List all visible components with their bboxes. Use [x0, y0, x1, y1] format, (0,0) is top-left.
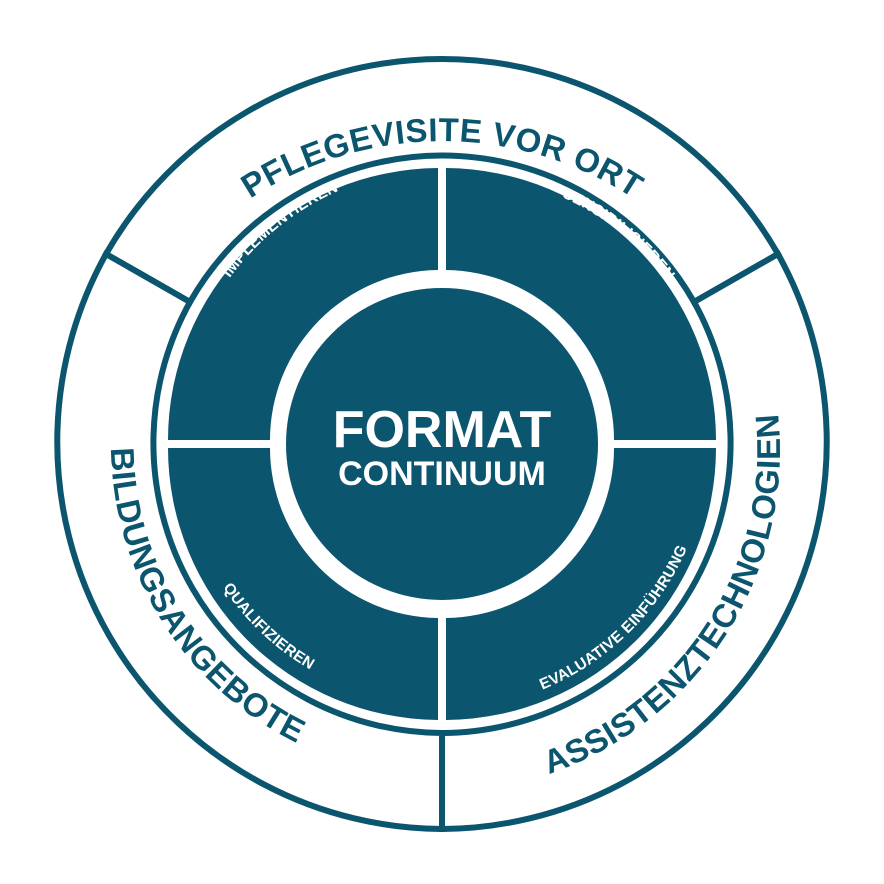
inner-segment-evaluative-einfuehrung: [446, 448, 716, 720]
center-title: FORMAT: [333, 401, 552, 459]
inner-segment-implementieren: [168, 168, 438, 440]
outer-segment-bildungsangebote: [54, 249, 445, 833]
center-circle: [278, 280, 606, 608]
center-subtitle: CONTINUUM: [338, 455, 546, 493]
outer-segment-assistenztechnologien: [439, 249, 830, 833]
inner-segment-qualifizieren: [168, 448, 438, 720]
inner-segment-sensibilisieren: [446, 168, 716, 440]
outer-segment-pflegevisite: [101, 56, 783, 307]
